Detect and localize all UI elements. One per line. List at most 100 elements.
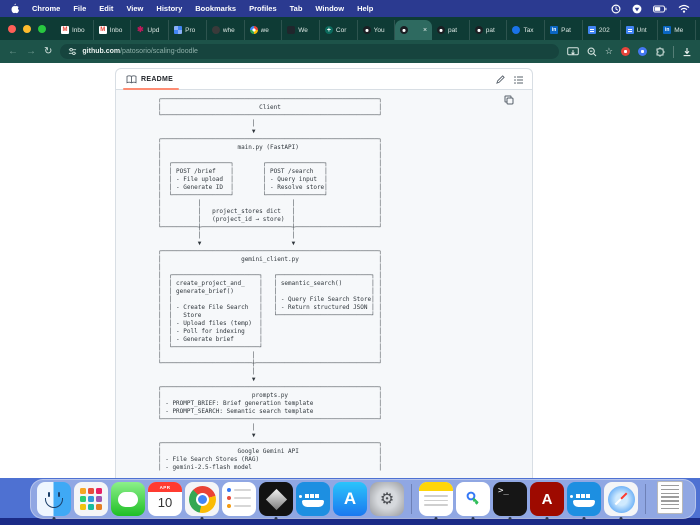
browser-viewport: README ┌────────────────────────────────… xyxy=(0,63,700,478)
tab-Pat[interactable]: in Pat xyxy=(545,20,583,40)
tab-whe[interactable]: whe xyxy=(207,20,245,40)
running-indicator xyxy=(545,517,549,520)
menu-item-help[interactable]: Help xyxy=(357,4,374,13)
edit-pencil-icon[interactable] xyxy=(496,75,505,84)
finder-icon xyxy=(37,482,71,516)
tab-Cor[interactable]: + Cor xyxy=(320,20,358,40)
toolbar-divider xyxy=(673,45,674,58)
dock-item-docker[interactable] xyxy=(296,482,330,516)
extension-red-icon[interactable] xyxy=(621,47,630,56)
docs-favicon-icon xyxy=(587,26,596,34)
desktop-wallpaper: APR 10 A ⚙ xyxy=(0,478,700,525)
copy-icon[interactable] xyxy=(504,95,514,105)
bookmark-star-icon[interactable]: ☆ xyxy=(604,46,613,56)
menu-item-chrome[interactable]: Chrome xyxy=(32,4,61,13)
dock-item-system-settings[interactable]: ⚙ xyxy=(370,482,404,516)
dock-item-launchpad[interactable] xyxy=(74,482,108,516)
running-indicator xyxy=(508,517,512,520)
menu-item-file[interactable]: File xyxy=(73,4,87,13)
dock-item-passwords[interactable] xyxy=(456,482,490,520)
minimize-window-button[interactable] xyxy=(23,24,31,33)
running-indicator xyxy=(471,517,475,520)
tab-we[interactable]: we xyxy=(245,20,283,40)
dock-item-reminders[interactable] xyxy=(222,482,256,516)
dock-item-cube-app[interactable] xyxy=(259,482,293,520)
battery-icon[interactable] xyxy=(653,5,667,13)
dock-item-finder[interactable] xyxy=(37,482,71,520)
menu-item-edit[interactable]: Edit xyxy=(99,4,114,13)
dock-item-calendar[interactable]: APR 10 xyxy=(148,482,182,516)
apple-menu[interactable] xyxy=(10,3,19,14)
launchpad-icon xyxy=(74,482,108,516)
document-thumbnail-icon xyxy=(657,481,683,514)
calendar-icon: APR 10 xyxy=(148,482,182,516)
tab-Unt[interactable]: Unt xyxy=(621,20,659,40)
readme-header-actions xyxy=(496,69,524,90)
running-indicator xyxy=(434,517,438,520)
forward-button[interactable]: → xyxy=(26,45,36,57)
tab-pat[interactable]: pat xyxy=(432,20,470,40)
dock-item-terminal[interactable]: >_ xyxy=(493,482,527,520)
dock-item-docker-2[interactable] xyxy=(567,482,601,520)
toolbar-actions: ☆ xyxy=(567,45,692,58)
safari-compass-icon xyxy=(604,482,638,516)
menu-item-window[interactable]: Window xyxy=(315,4,345,13)
tab-Upd[interactable]: ✱ Upd xyxy=(131,20,170,40)
gmail-favicon-icon: M xyxy=(98,26,107,34)
tab-active-github[interactable]: × xyxy=(395,20,433,40)
menu-item-view[interactable]: View xyxy=(126,4,144,13)
tab-Me[interactable]: in Me xyxy=(658,20,696,40)
extensions-icon[interactable] xyxy=(655,47,665,57)
linkedin-favicon-icon: in xyxy=(550,26,559,34)
running-indicator xyxy=(200,517,204,520)
readme-label: README xyxy=(141,75,174,83)
tab-We[interactable]: We xyxy=(282,20,320,40)
tab-You[interactable]: You xyxy=(358,20,396,40)
address-bar[interactable]: github.com/patosorio/scaling-doodle xyxy=(60,44,559,59)
fullscreen-window-button[interactable] xyxy=(38,24,46,33)
menu-status-icon[interactable] xyxy=(611,3,621,14)
dock-item-app-store[interactable]: A xyxy=(333,482,367,516)
outline-list-icon[interactable] xyxy=(514,75,524,84)
tab-readme[interactable]: README xyxy=(126,74,174,84)
menu-item-tab[interactable]: Tab xyxy=(289,4,303,13)
running-indicator xyxy=(619,517,623,520)
macos-menu-bar: Chrome File Edit View History Bookmarks … xyxy=(0,0,700,17)
running-indicator xyxy=(52,517,56,520)
extension-blue-icon[interactable] xyxy=(638,47,647,56)
dock-item-safari[interactable] xyxy=(604,482,638,520)
acrobat-glyph: A xyxy=(541,490,553,508)
send-to-device-icon[interactable] xyxy=(567,46,579,57)
tab-Pro[interactable]: Pro xyxy=(169,20,207,40)
reminders-icon xyxy=(222,482,256,516)
download-icon[interactable] xyxy=(682,47,692,57)
url-text: github.com/patosorio/scaling-doodle xyxy=(82,48,198,55)
back-button[interactable]: ← xyxy=(8,45,18,57)
notes-icon xyxy=(419,482,453,516)
tab-pat[interactable]: pat xyxy=(470,20,508,40)
menu-item-profiles[interactable]: Profiles xyxy=(249,4,277,13)
reload-button[interactable]: ↻ xyxy=(44,45,53,57)
github-favicon-icon xyxy=(362,26,371,34)
site-settings-icon[interactable] xyxy=(68,47,77,56)
active-tab-underline xyxy=(123,88,179,90)
dock-item-notes[interactable] xyxy=(419,482,453,520)
zoom-icon[interactable] xyxy=(587,47,597,57)
readme-code-block: ┌───────────────────────────────────────… xyxy=(116,90,532,478)
calendar-day: 10 xyxy=(157,495,173,510)
menu-item-bookmarks[interactable]: Bookmarks xyxy=(195,4,237,13)
acrobat-icon: A xyxy=(530,482,564,516)
location-icon[interactable] xyxy=(632,4,642,14)
dock-item-document-stack[interactable] xyxy=(653,481,687,516)
wifi-icon[interactable] xyxy=(678,4,690,13)
dock-item-acrobat[interactable]: A xyxy=(530,482,564,520)
menu-item-history[interactable]: History xyxy=(156,4,183,13)
dock-item-messages[interactable] xyxy=(111,482,145,516)
close-tab-icon[interactable]: × xyxy=(422,26,428,34)
close-window-button[interactable] xyxy=(8,24,16,33)
tab-Inbo[interactable]: M Inbo xyxy=(56,20,94,40)
tab-Inbo[interactable]: M Inbo xyxy=(94,20,132,40)
tab-202[interactable]: 202 xyxy=(583,20,621,40)
tab-Tax[interactable]: Tax xyxy=(507,20,546,40)
dock-item-chrome[interactable] xyxy=(185,482,219,520)
